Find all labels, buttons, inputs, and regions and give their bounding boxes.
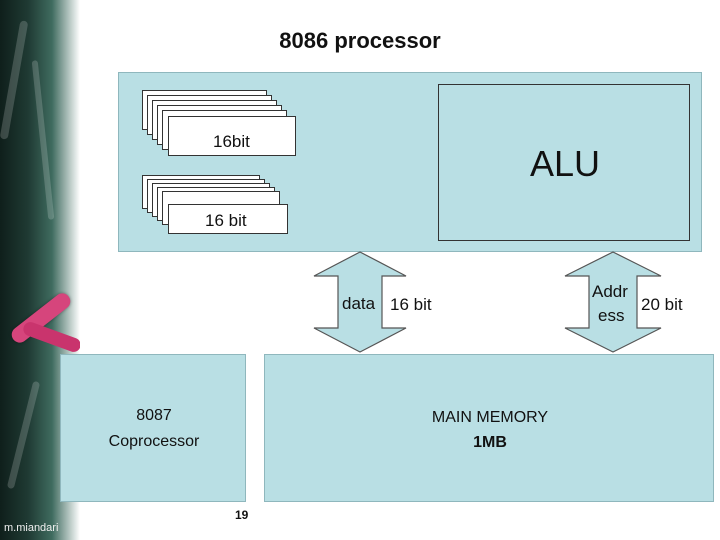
sidebar-streak bbox=[31, 60, 55, 220]
sidebar-streak bbox=[6, 380, 41, 490]
data-bus-width: 16 bit bbox=[390, 295, 432, 314]
page-number: 19 bbox=[235, 508, 249, 522]
main-memory-label-line2: 1MB bbox=[473, 434, 507, 451]
register-stack-1-label: 16bit bbox=[213, 132, 250, 151]
address-bus-label-line2: ess bbox=[598, 306, 625, 325]
register-box: 16bit bbox=[168, 116, 296, 156]
slide-title: 8086 processor bbox=[279, 28, 441, 53]
address-bus-label-line1: Addr bbox=[592, 282, 628, 301]
data-bus-label: data bbox=[342, 294, 376, 313]
data-bus-arrow bbox=[313, 251, 407, 353]
main-memory-box: MAIN MEMORY 1MB bbox=[264, 354, 714, 502]
coprocessor-label-line1: 8087 bbox=[136, 407, 172, 424]
register-stack-2-label: 16 bit bbox=[205, 211, 247, 230]
register-box: 16 bit bbox=[168, 204, 288, 234]
alu-box: ALU bbox=[438, 84, 690, 241]
coprocessor-label-line2: Coprocessor bbox=[108, 433, 200, 450]
author-credit: m.miandari bbox=[4, 522, 59, 534]
address-bus-width: 20 bit bbox=[641, 295, 683, 314]
main-memory-label-line1: MAIN MEMORY bbox=[431, 409, 549, 426]
chalk-icon bbox=[21, 320, 80, 354]
address-bus-arrow bbox=[564, 251, 662, 353]
alu-label: ALU bbox=[529, 143, 601, 184]
coprocessor-box: 8087 Coprocessor bbox=[60, 354, 246, 502]
